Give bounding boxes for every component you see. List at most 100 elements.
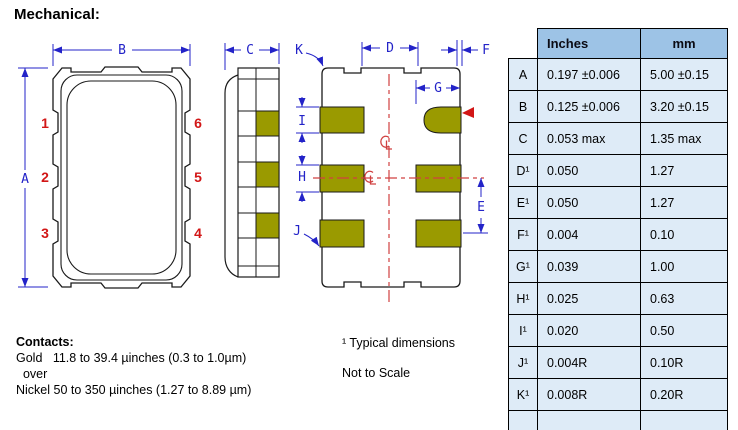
dim-mm-value: 0.10 xyxy=(640,218,728,251)
dim-d-label: D xyxy=(386,41,394,56)
bottom-pad xyxy=(415,219,462,248)
dim-inches-value: 0.039 xyxy=(537,250,641,283)
bottom-pad xyxy=(319,106,365,134)
dim-mm-value: 1.27 xyxy=(640,186,728,219)
dim-inches-value: 0.020 xyxy=(537,314,641,347)
not-to-scale-note: Not to Scale xyxy=(342,366,411,380)
side-pad xyxy=(255,110,280,137)
dim-j-label: J xyxy=(293,224,301,239)
dim-a-label: A xyxy=(21,172,29,187)
inches-column-header: Inches xyxy=(537,28,641,59)
dimension-table-row: J¹ 0.004R 0.10R xyxy=(508,346,728,379)
dim-row-label: E¹ xyxy=(508,186,538,219)
dim-i-lines xyxy=(296,97,319,143)
dim-mm-value: 3.20 ±0.15 xyxy=(640,90,728,123)
dimension-table-row: D¹ 0.050 1.27 xyxy=(508,154,728,187)
dim-c-label: C xyxy=(246,43,254,58)
dim-g-label: G xyxy=(434,81,442,96)
dim-mm-value: 1.35 max xyxy=(640,122,728,155)
dimension-table-row: H¹ 0.025 0.63 xyxy=(508,282,728,315)
side-pad xyxy=(255,161,280,188)
centerlines xyxy=(313,74,484,304)
dim-inches-value: 0.004 xyxy=(537,218,641,251)
dim-mm-value: 5.00 ±0.15 xyxy=(640,58,728,91)
contacts-note: Contacts: Gold 11.8 to 39.4 µinches (0.3… xyxy=(16,334,251,398)
dim-c-lines xyxy=(224,43,280,70)
dimension-table-row: E¹ 0.050 1.27 xyxy=(508,186,728,219)
dim-f-label: F xyxy=(482,43,490,58)
dim-mm-value: 0.50 xyxy=(640,314,728,347)
front-view: B A 1 2 3 6 5 4 xyxy=(18,43,202,289)
side-pad xyxy=(255,212,280,239)
dimension-table-row: A 0.197 ±0.006 5.00 ±0.15 xyxy=(508,58,728,91)
front-view-seal-ring xyxy=(60,74,183,281)
dim-row-label: F¹ xyxy=(508,218,538,251)
dimension-table-empty-row xyxy=(508,410,728,430)
dim-row-label: A xyxy=(508,58,538,91)
dimension-table-row: F¹ 0.004 0.10 xyxy=(508,218,728,251)
dim-row-label: C xyxy=(508,122,538,155)
dim-row-label: D¹ xyxy=(508,154,538,187)
dimension-table-row: C 0.053 max 1.35 max xyxy=(508,122,728,155)
pin1-marker-icon xyxy=(462,107,474,118)
dimension-table-row: B 0.125 ±0.006 3.20 ±0.15 xyxy=(508,90,728,123)
dim-row-label: J¹ xyxy=(508,346,538,379)
dim-mm-value: 1.00 xyxy=(640,250,728,283)
dim-inches-value: 0.197 ±0.006 xyxy=(537,58,641,91)
dim-b-lines xyxy=(52,44,191,66)
pin-number-3: 3 xyxy=(41,225,49,241)
dimension-table-row: K¹ 0.008R 0.20R xyxy=(508,378,728,411)
dim-mm-value: 0.20R xyxy=(640,378,728,411)
dim-row-label: B xyxy=(508,90,538,123)
dim-row-label: K¹ xyxy=(508,378,538,411)
dim-b-label: B xyxy=(118,43,126,58)
side-view-pads xyxy=(255,110,280,239)
contacts-nickel-line: Nickel 50 to 350 µinches (1.27 to 8.89 µ… xyxy=(16,383,252,397)
contacts-title: Contacts: xyxy=(16,335,74,349)
dim-inches-value: 0.053 max xyxy=(537,122,641,155)
front-view-outline xyxy=(52,66,191,289)
dim-i-label: I xyxy=(298,114,306,129)
dim-inches-value: 0.125 ±0.006 xyxy=(537,90,641,123)
dim-k-leader xyxy=(305,52,324,67)
dim-h-lines xyxy=(296,155,319,202)
dimension-table-header-row: Inches mm xyxy=(508,28,728,59)
front-view-cavity xyxy=(66,80,177,275)
side-view-flange xyxy=(224,74,239,278)
table-corner-cell xyxy=(508,28,538,59)
dim-f-lines xyxy=(441,40,478,66)
pin-number-6: 6 xyxy=(194,115,202,131)
bottom-view: D F G E xyxy=(293,40,490,304)
pin-number-1: 1 xyxy=(41,115,49,131)
bottom-view-pads xyxy=(319,106,462,248)
dim-inches-value: 0.004R xyxy=(537,346,641,379)
dimension-table-row: I¹ 0.020 0.50 xyxy=(508,314,728,347)
pin-number-4: 4 xyxy=(194,225,202,241)
dim-inches-value: 0.025 xyxy=(537,282,641,315)
typical-dimensions-note: ¹ Typical dimensions xyxy=(342,336,456,350)
page-title: Mechanical: xyxy=(14,6,100,23)
mm-column-header: mm xyxy=(640,28,728,59)
contacts-over-line: over xyxy=(16,367,48,381)
dim-h-label: H xyxy=(298,170,306,185)
dim-row-label: H¹ xyxy=(508,282,538,315)
dim-inches-value: 0.050 xyxy=(537,154,641,187)
dim-e-lines xyxy=(463,178,488,234)
dim-inches-value: 0.050 xyxy=(537,186,641,219)
side-view: C xyxy=(224,43,280,278)
bottom-pad xyxy=(319,219,365,248)
dimension-table-row: G¹ 0.039 1.00 xyxy=(508,250,728,283)
dim-k-label: K xyxy=(295,43,303,58)
dimension-table: Inches mm A 0.197 ±0.006 5.00 ±0.15 B 0.… xyxy=(508,28,728,430)
dim-e-label: E xyxy=(477,200,485,215)
pin-number-2: 2 xyxy=(41,169,49,185)
dim-j-leader xyxy=(303,233,320,247)
dim-g-lines xyxy=(415,80,460,104)
dim-d-lines xyxy=(361,42,419,66)
pin-number-5: 5 xyxy=(194,169,202,185)
dim-mm-value: 0.63 xyxy=(640,282,728,315)
dim-mm-value: 0.10R xyxy=(640,346,728,379)
contacts-gold-line: Gold 11.8 to 39.4 µinches (0.3 to 1.0µm) xyxy=(16,351,247,365)
